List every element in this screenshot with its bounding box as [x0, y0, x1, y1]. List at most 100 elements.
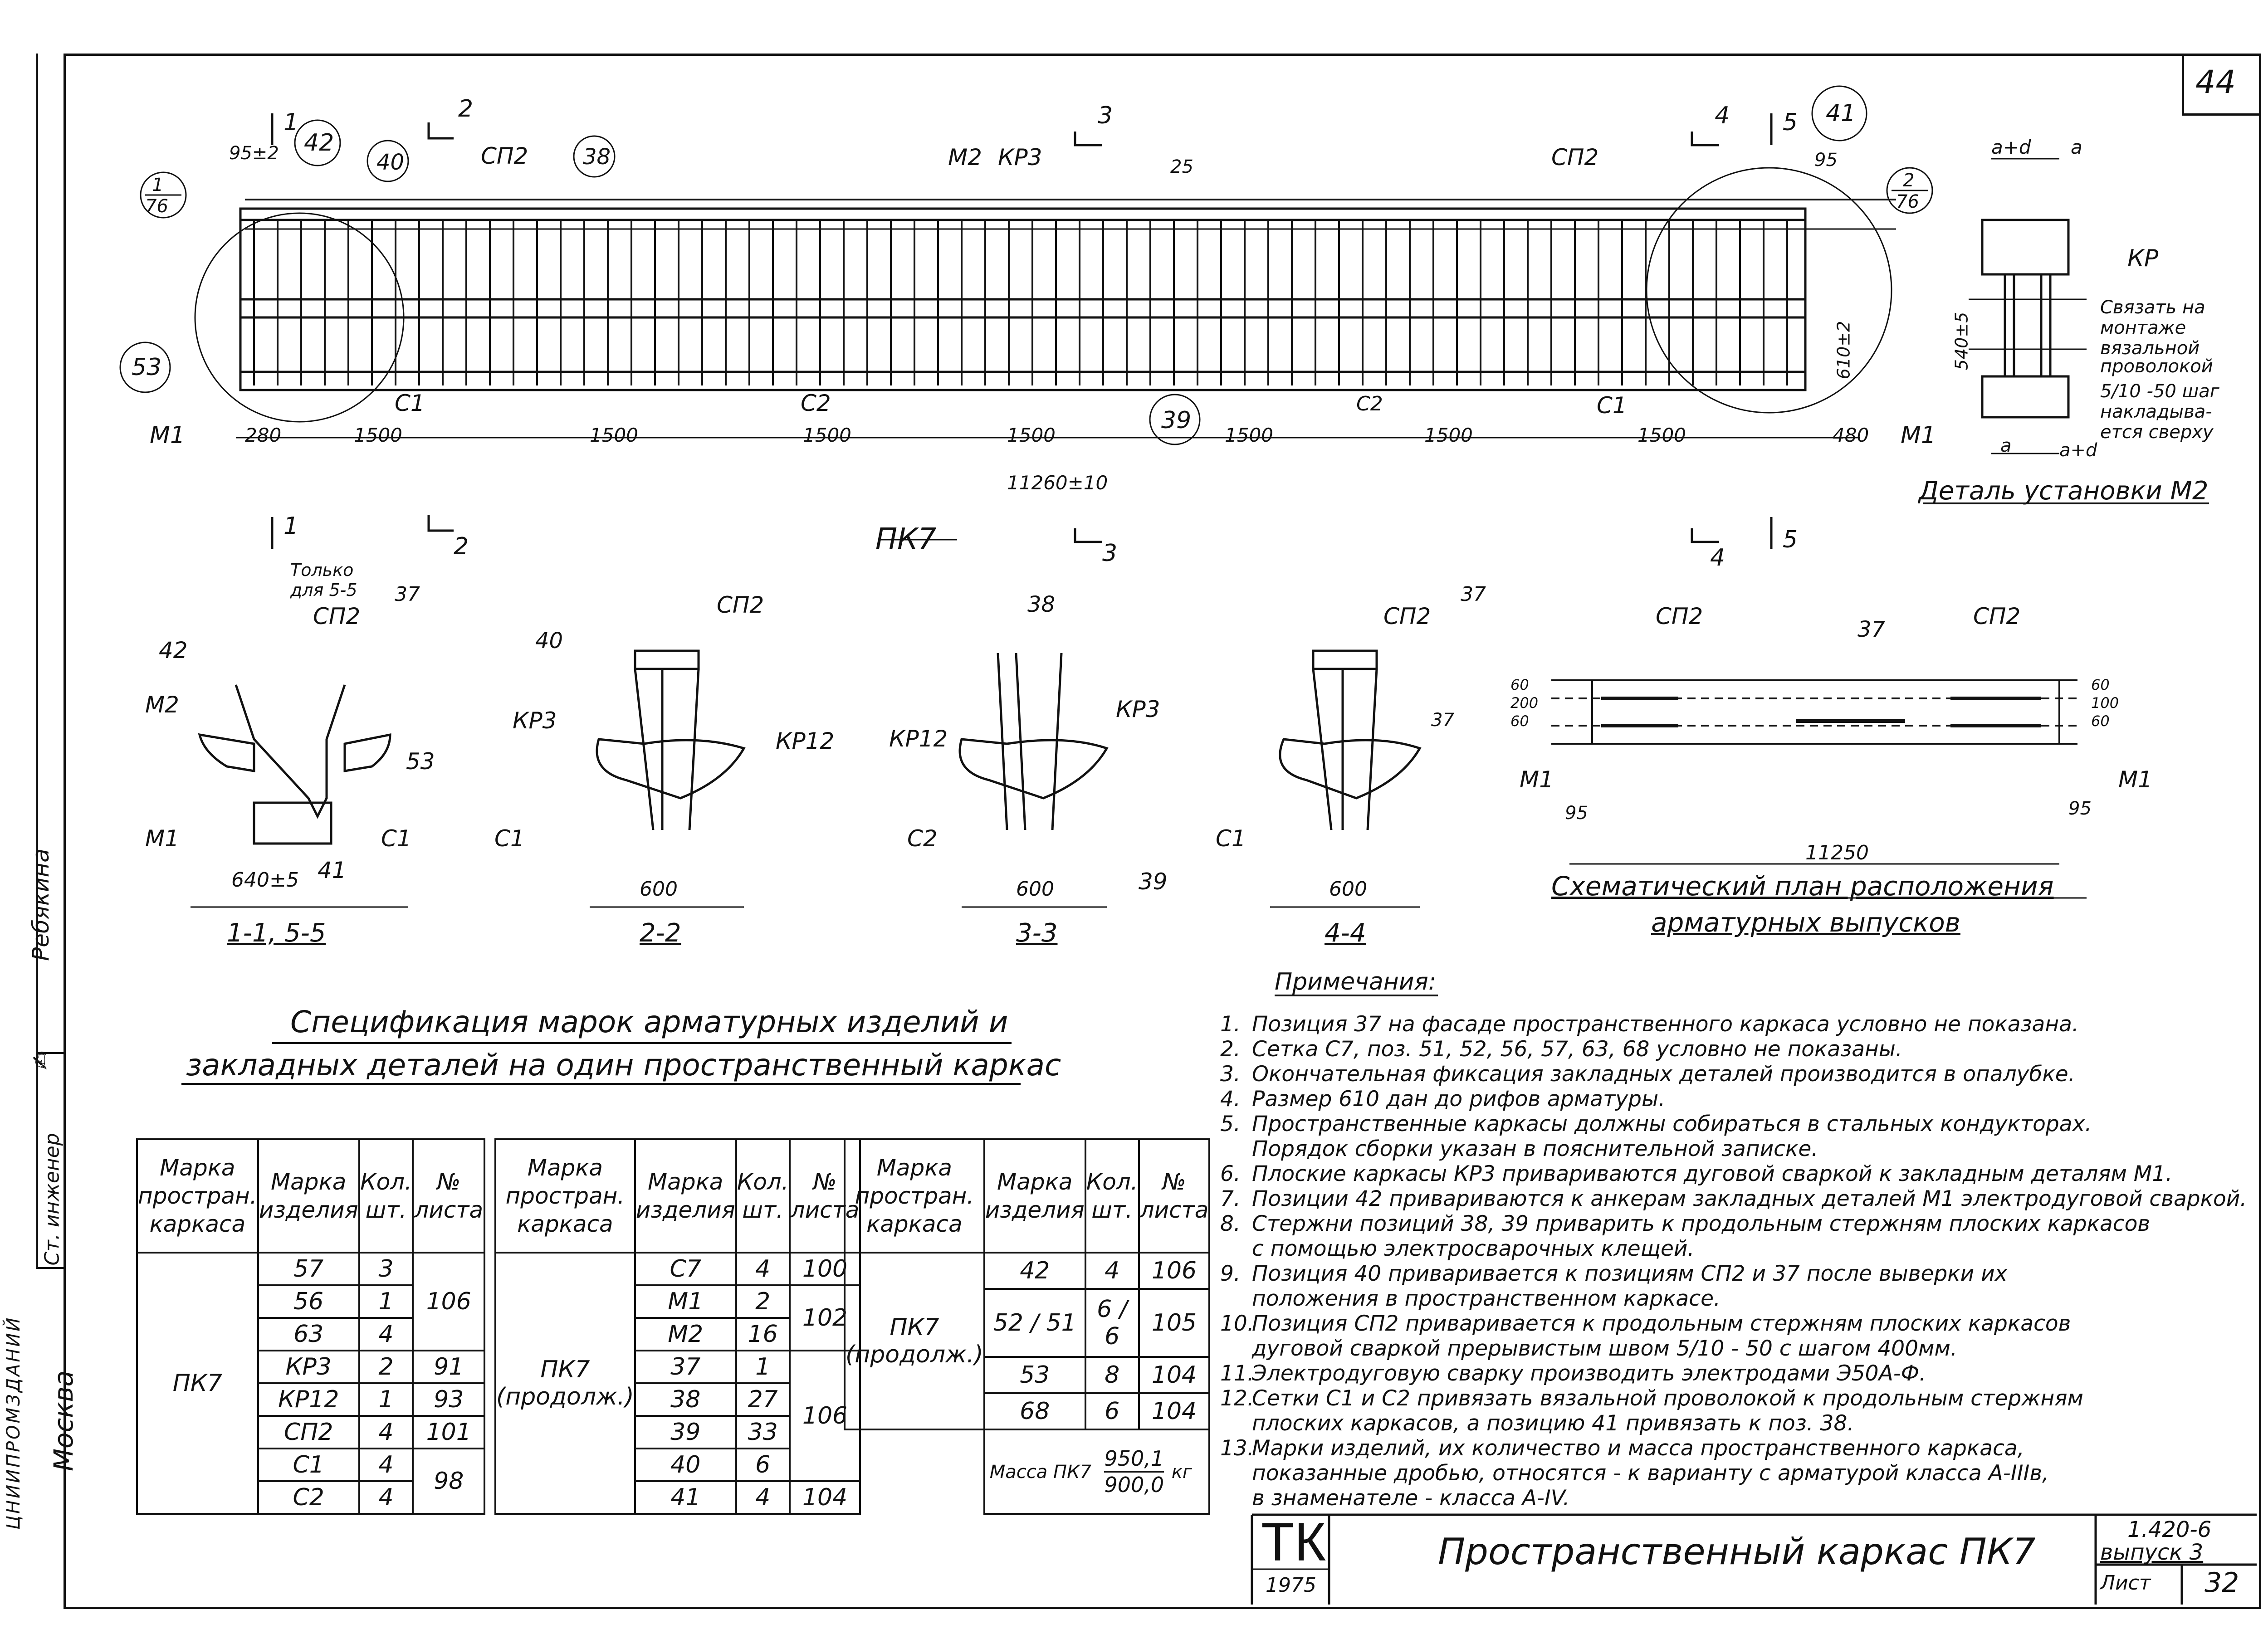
title-block-lines — [1251, 1513, 2257, 1605]
section1-m2: М2 — [145, 692, 179, 718]
detail-m2-weld-3: ется сверху — [2100, 422, 2214, 443]
cut-5-top: 5 — [1783, 109, 1798, 136]
spec3-empty — [845, 1429, 985, 1514]
dim-1500-2: 1500 — [590, 424, 638, 446]
spec1-sheet: 106 — [412, 1252, 485, 1351]
label-sp2-right: СП2 — [1551, 144, 1599, 171]
section1-c1: С1 — [381, 825, 411, 852]
spec3-mass-fraction: 950,1 900,0 — [1104, 1446, 1164, 1497]
note-text: с помощью электросварочных клещей. — [1252, 1236, 1695, 1261]
spec3-h-item: Марка изделия — [983, 1138, 1086, 1254]
label-c1-left: С1 — [395, 390, 425, 416]
cut-2-top: 2 — [458, 95, 474, 122]
spec-title-2: закладных деталей на один пространственн… — [186, 1048, 1061, 1083]
note-number: 12. — [1220, 1386, 1254, 1411]
elevation-ref2-den: 76 — [1896, 191, 1919, 212]
title-series: 1.420-6 — [2127, 1517, 2212, 1542]
note-text: Сетка С7, поз. 51, 52, 56, 57, 63, 68 ус… — [1252, 1037, 1902, 1062]
title-sheet-no: 32 — [2204, 1567, 2239, 1599]
spec3-mass-den: 900,0 — [1104, 1473, 1164, 1497]
note-text: Порядок сборки указан в пояснительной за… — [1252, 1136, 1818, 1161]
cut-5-bottom: 5 — [1783, 526, 1798, 553]
spec1-sheet: 98 — [412, 1448, 485, 1515]
plan-dim-left-0: 60 — [1510, 676, 1529, 693]
dim-280: 280 — [245, 424, 282, 446]
section3-kr12: КР12 — [889, 726, 948, 752]
plan-95-left: 95 — [1565, 803, 1588, 824]
note-text: Позиция СП2 приваривается к продольным с… — [1252, 1311, 2071, 1336]
spec3-item: 68 — [983, 1392, 1086, 1430]
note-item: Порядок сборки указан в пояснительной за… — [1220, 1136, 1818, 1162]
note-text: плоских каркасов, а позицию 41 привязать… — [1252, 1411, 1854, 1436]
spec2-qty: 33 — [735, 1415, 791, 1449]
spec2-item: 41 — [634, 1480, 737, 1515]
note-item: 2.Сетка С7, поз. 51, 52, 56, 57, 63, 68 … — [1220, 1036, 1902, 1062]
spec2-h-item: Марка изделия — [634, 1138, 737, 1254]
spec3-h-frame: Марка простран. каркаса — [844, 1138, 985, 1254]
note-item: в знаменателе - класса А-IV. — [1220, 1485, 1569, 1511]
spec3-qty: 4 — [1084, 1252, 1140, 1290]
label-25: 25 — [1170, 156, 1193, 177]
note-text: Стержни позиций 38, 39 приварить к продо… — [1252, 1211, 2151, 1236]
section2-kr12: КР12 — [776, 728, 835, 754]
cut-3-top: 3 — [1098, 102, 1113, 129]
title-sheet-label: Лист — [2100, 1571, 2151, 1595]
spec1-qty: 1 — [358, 1382, 414, 1417]
note-number: 10. — [1220, 1311, 1254, 1336]
note-text: Сетки С1 и С2 привязать вязальной провол… — [1252, 1386, 2083, 1411]
dim-1500-4: 1500 — [1007, 424, 1056, 446]
plan-95-right: 95 — [2068, 798, 2092, 819]
spec3-h-sheet: № листа — [1138, 1138, 1211, 1254]
spec3-sheet: 104 — [1138, 1392, 1211, 1430]
spec3-item: 53 — [983, 1356, 1086, 1394]
section4-c1: С1 — [1216, 825, 1246, 852]
spec2-item: 39 — [634, 1415, 737, 1449]
label-95: 95 — [1814, 150, 1838, 171]
spec3-mass-label: Масса ПК7 — [989, 1462, 1091, 1483]
dim-1500-7: 1500 — [1637, 424, 1686, 446]
detail-m2-graphic — [1923, 158, 2209, 504]
spec2-item: 38 — [634, 1382, 737, 1417]
spec2-item: М2 — [634, 1317, 737, 1351]
spec-table-1: Марка простран. каркаса Марка изделия Ко… — [136, 1138, 485, 1515]
section1-sp2: СП2 — [313, 603, 361, 629]
note-number: 8. — [1220, 1211, 1241, 1236]
detail-m2-dim-a-top: а — [2071, 136, 2082, 158]
section1-width: 640±5 — [231, 868, 299, 892]
note-item: 4.Размер 610 дан до рифов арматуры. — [1220, 1086, 1665, 1112]
spec2-qty: 16 — [735, 1317, 791, 1351]
note-item: 7.Позиции 42 привариваются к анкерам зак… — [1220, 1186, 2247, 1212]
dim-1500-6: 1500 — [1424, 424, 1473, 446]
section2-kr3: КР3 — [513, 707, 557, 734]
spec1-h-sheet: № листа — [412, 1138, 485, 1254]
detail-m2-note-2: монтаже — [2100, 317, 2186, 338]
note-number: 13. — [1220, 1436, 1254, 1461]
note-item: показанные дробью, относятся - к вариант… — [1220, 1460, 2049, 1486]
note-text: Позиции 42 привариваются к анкерам закла… — [1252, 1186, 2247, 1211]
spec3-item: 42 — [983, 1252, 1086, 1290]
left-strip-role-box — [36, 1052, 65, 1269]
note-item: 10.Позиция СП2 приваривается к продольны… — [1220, 1311, 2071, 1336]
section2-40: 40 — [535, 628, 563, 654]
spec2-qty: 4 — [735, 1480, 791, 1515]
elevation-ref2-num: 2 — [1903, 170, 1915, 191]
note-item: дуговой сваркой прерывистым швом 5/10 - … — [1220, 1336, 1957, 1361]
spec3-qty: 6 — [1084, 1392, 1140, 1430]
spec2-qty: 4 — [735, 1252, 791, 1286]
note-number: 9. — [1220, 1261, 1241, 1286]
detail-m2-kr: КР — [2127, 245, 2159, 272]
title-year: 1975 — [1266, 1574, 1316, 1597]
title-issue: выпуск 3 — [2100, 1540, 2204, 1565]
label-m1-left: М1 — [150, 422, 185, 449]
cut-3-bottom: 3 — [1102, 540, 1118, 567]
section1-note: Только для 5-5 — [290, 560, 357, 600]
dim-total: 11260±10 — [1007, 472, 1108, 494]
note-number: 3. — [1220, 1062, 1241, 1087]
drawing-frame — [64, 54, 2261, 1609]
plan-dims-right: 60 100 60 — [2091, 676, 2119, 730]
plan-m1-left: М1 — [1520, 766, 1554, 793]
section1-42: 42 — [159, 637, 188, 663]
cut-4-top: 4 — [1715, 102, 1730, 129]
page-number-box — [2182, 54, 2259, 116]
callout-39: 39 — [1161, 407, 1192, 434]
